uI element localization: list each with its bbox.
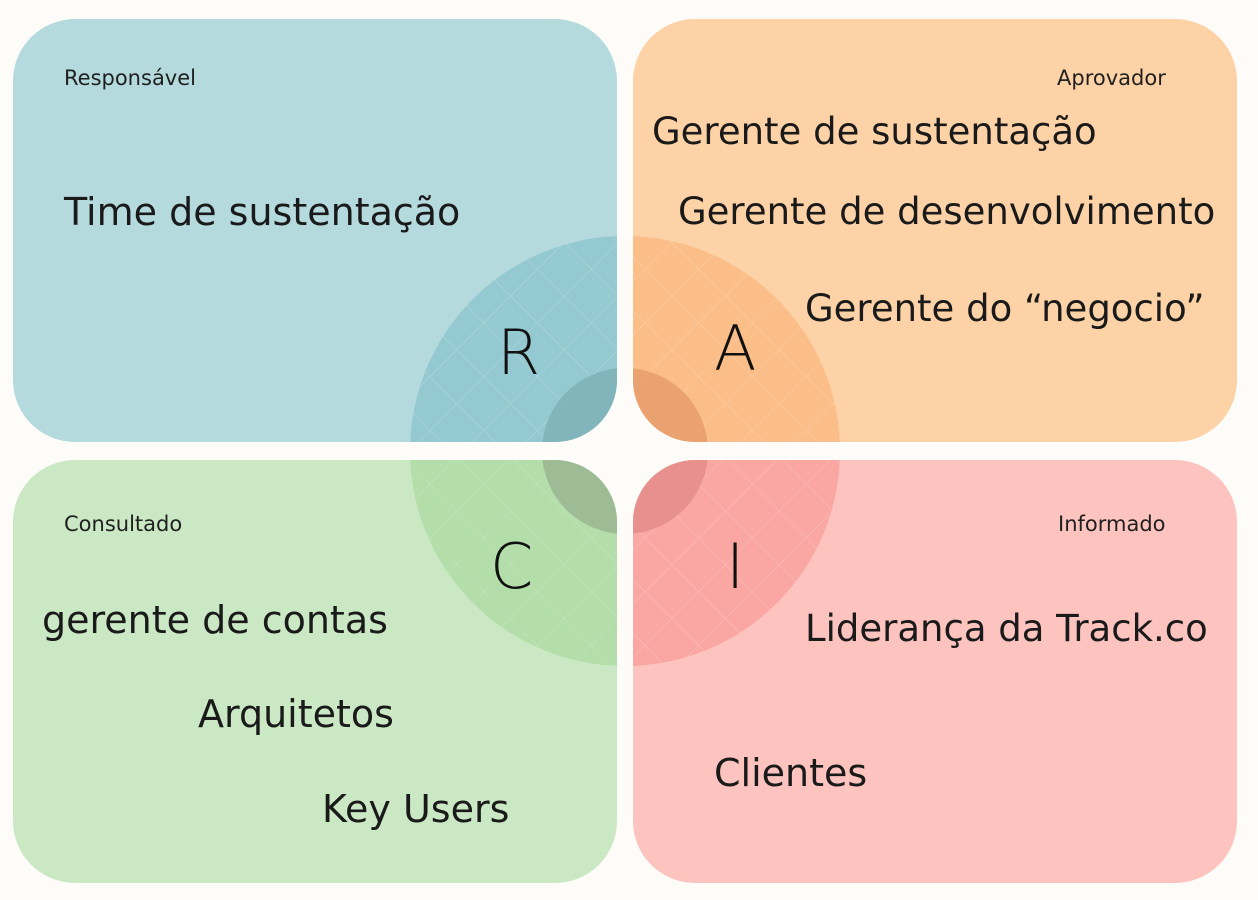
circle-a — [633, 236, 840, 442]
letter-c: C — [490, 530, 534, 603]
circle-c — [410, 460, 617, 666]
item-a-0: Gerente de sustentação — [652, 110, 1097, 153]
item-r-0: Time de sustentação — [64, 190, 461, 234]
item-a-2: Gerente do “negocio” — [805, 287, 1205, 330]
circle-i — [633, 460, 840, 666]
item-c-1: Arquitetos — [198, 692, 394, 736]
letter-i: I — [726, 530, 745, 603]
heading-informado: Informado — [1058, 512, 1166, 536]
heading-aprovador: Aprovador — [1057, 66, 1166, 90]
heading-responsavel: Responsável — [64, 66, 196, 90]
letter-r: R — [497, 316, 541, 389]
letter-a: A — [714, 312, 757, 385]
heading-consultado: Consultado — [64, 512, 183, 536]
item-a-1: Gerente de desenvolvimento — [678, 190, 1216, 233]
item-c-0: gerente de contas — [42, 598, 388, 642]
item-c-2: Key Users — [322, 787, 510, 831]
item-i-0: Liderança da Track.co — [805, 607, 1208, 650]
circle-r — [410, 236, 617, 442]
item-i-1: Clientes — [714, 751, 868, 795]
